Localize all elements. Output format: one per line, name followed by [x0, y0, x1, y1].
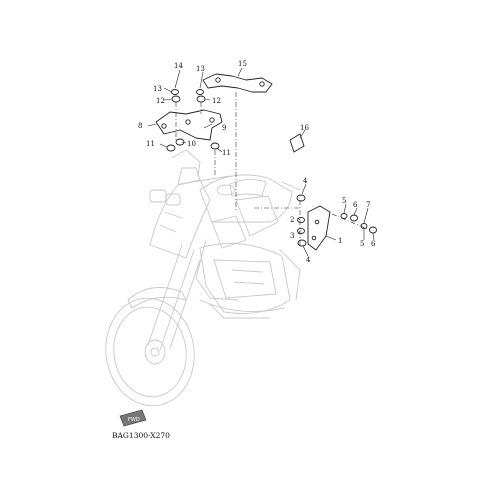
callout-2: 2 [290, 216, 294, 224]
callout-3: 3 [290, 232, 294, 240]
bracket-part-15 [202, 73, 273, 93]
callout-5-upper: 5 [342, 197, 346, 205]
callout-5-lower: 5 [360, 240, 364, 248]
callout-13-right: 13 [196, 65, 205, 73]
callout-4-upper: 4 [303, 177, 308, 185]
bracket-part-1 [307, 205, 331, 251]
callout-12-right: 12 [212, 97, 221, 105]
callout-6-upper: 6 [353, 201, 358, 209]
callout-1: 1 [338, 237, 342, 245]
callout-15: 15 [238, 60, 247, 68]
callout-7: 7 [366, 201, 370, 209]
callout-13-left: 13 [153, 85, 162, 93]
part-16 [289, 133, 305, 153]
callout-9: 9 [222, 124, 226, 132]
upper-bracket-assembly [155, 73, 273, 210]
callout-14: 14 [174, 62, 183, 70]
callout-12-left: 12 [156, 97, 165, 105]
motorcycle-outline [105, 149, 301, 407]
callout-4-lower: 4 [306, 256, 311, 264]
callout-10: 10 [187, 140, 196, 148]
callout-16: 16 [300, 124, 309, 132]
fwd-arrow-icon: FWD [119, 409, 147, 427]
leader-lines [147, 67, 375, 257]
fwd-label: FWD [128, 417, 140, 423]
callout-11-left: 11 [146, 140, 155, 148]
callout-11-right: 11 [222, 149, 231, 157]
side-bracket-assembly [254, 194, 377, 251]
diagram-code: BAG1300-X270 [112, 431, 170, 440]
callout-8: 8 [138, 122, 142, 130]
callout-numbers: 1 2 3 4 4 5 5 6 6 7 8 9 10 11 11 12 12 1… [138, 60, 376, 264]
callout-6-lower: 6 [371, 240, 376, 248]
bracket-part-8 [155, 109, 223, 141]
